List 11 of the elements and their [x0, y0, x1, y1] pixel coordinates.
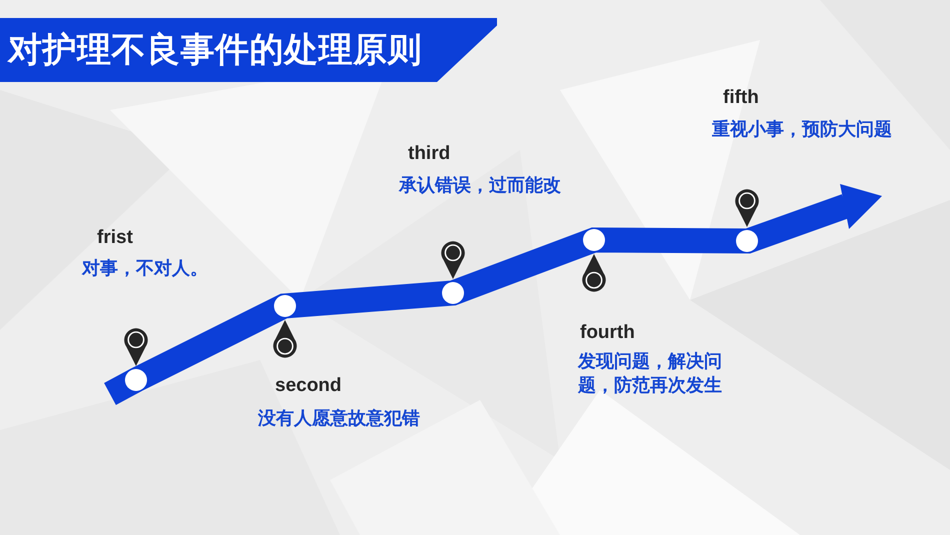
step-heading: third [408, 143, 450, 165]
step-description: 承认错误，过而能改 [399, 174, 561, 197]
title-banner: 对护理不良事件的处理原则 [0, 18, 497, 82]
step-description: 没有人愿意故意犯错 [258, 407, 420, 430]
step-description: 重视小事，预防大问题 [712, 118, 892, 141]
step-heading: frist [97, 227, 133, 249]
step-description: 发现问题，解决问题，防范再次发生 [578, 350, 723, 397]
step-description: 对事，不对人。 [82, 257, 208, 280]
step-heading: fifth [723, 87, 759, 109]
step-heading: second [275, 375, 342, 397]
step-heading: fourth [580, 322, 635, 344]
